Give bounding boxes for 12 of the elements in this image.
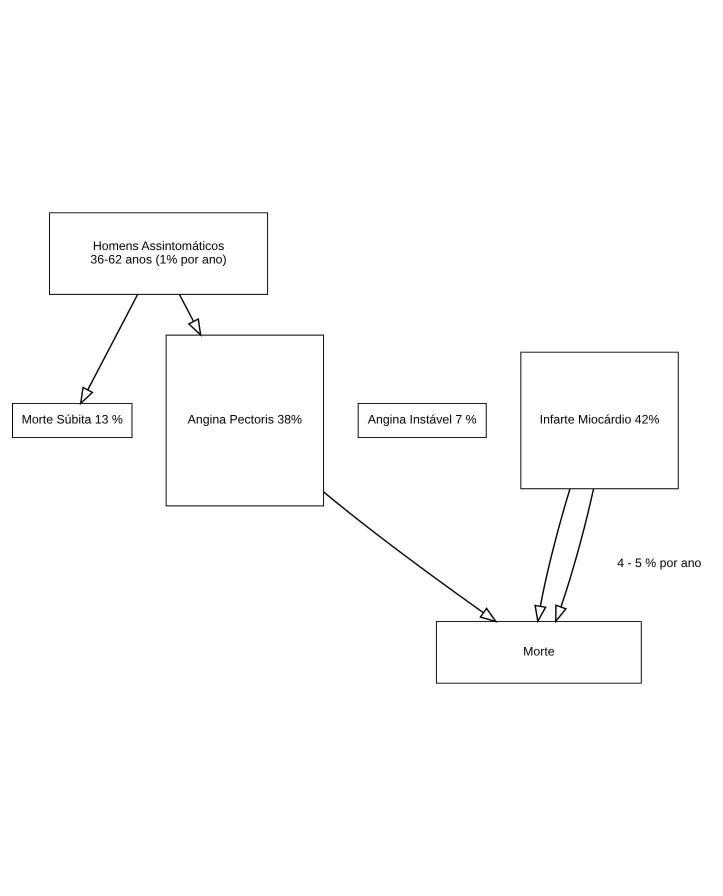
- arrow: [178, 294, 202, 337]
- node-box: Angina Instável 7 %: [358, 402, 487, 438]
- arrow: [534, 488, 571, 624]
- arrow: [323, 491, 498, 623]
- node-box: Morte: [436, 621, 642, 684]
- node-box: Infarte Miocárdio 42%: [520, 352, 679, 490]
- node-box: Homens Assintomáticos 36-62 anos (1% por ano): [49, 212, 268, 295]
- label: 4 - 5 % por ano: [617, 556, 702, 570]
- node-box: Angina Pectoris 38%: [166, 334, 324, 506]
- node-box: Morte Súbita 13 %: [12, 402, 132, 438]
- arrow: [80, 294, 138, 406]
- arrow: [555, 488, 594, 624]
